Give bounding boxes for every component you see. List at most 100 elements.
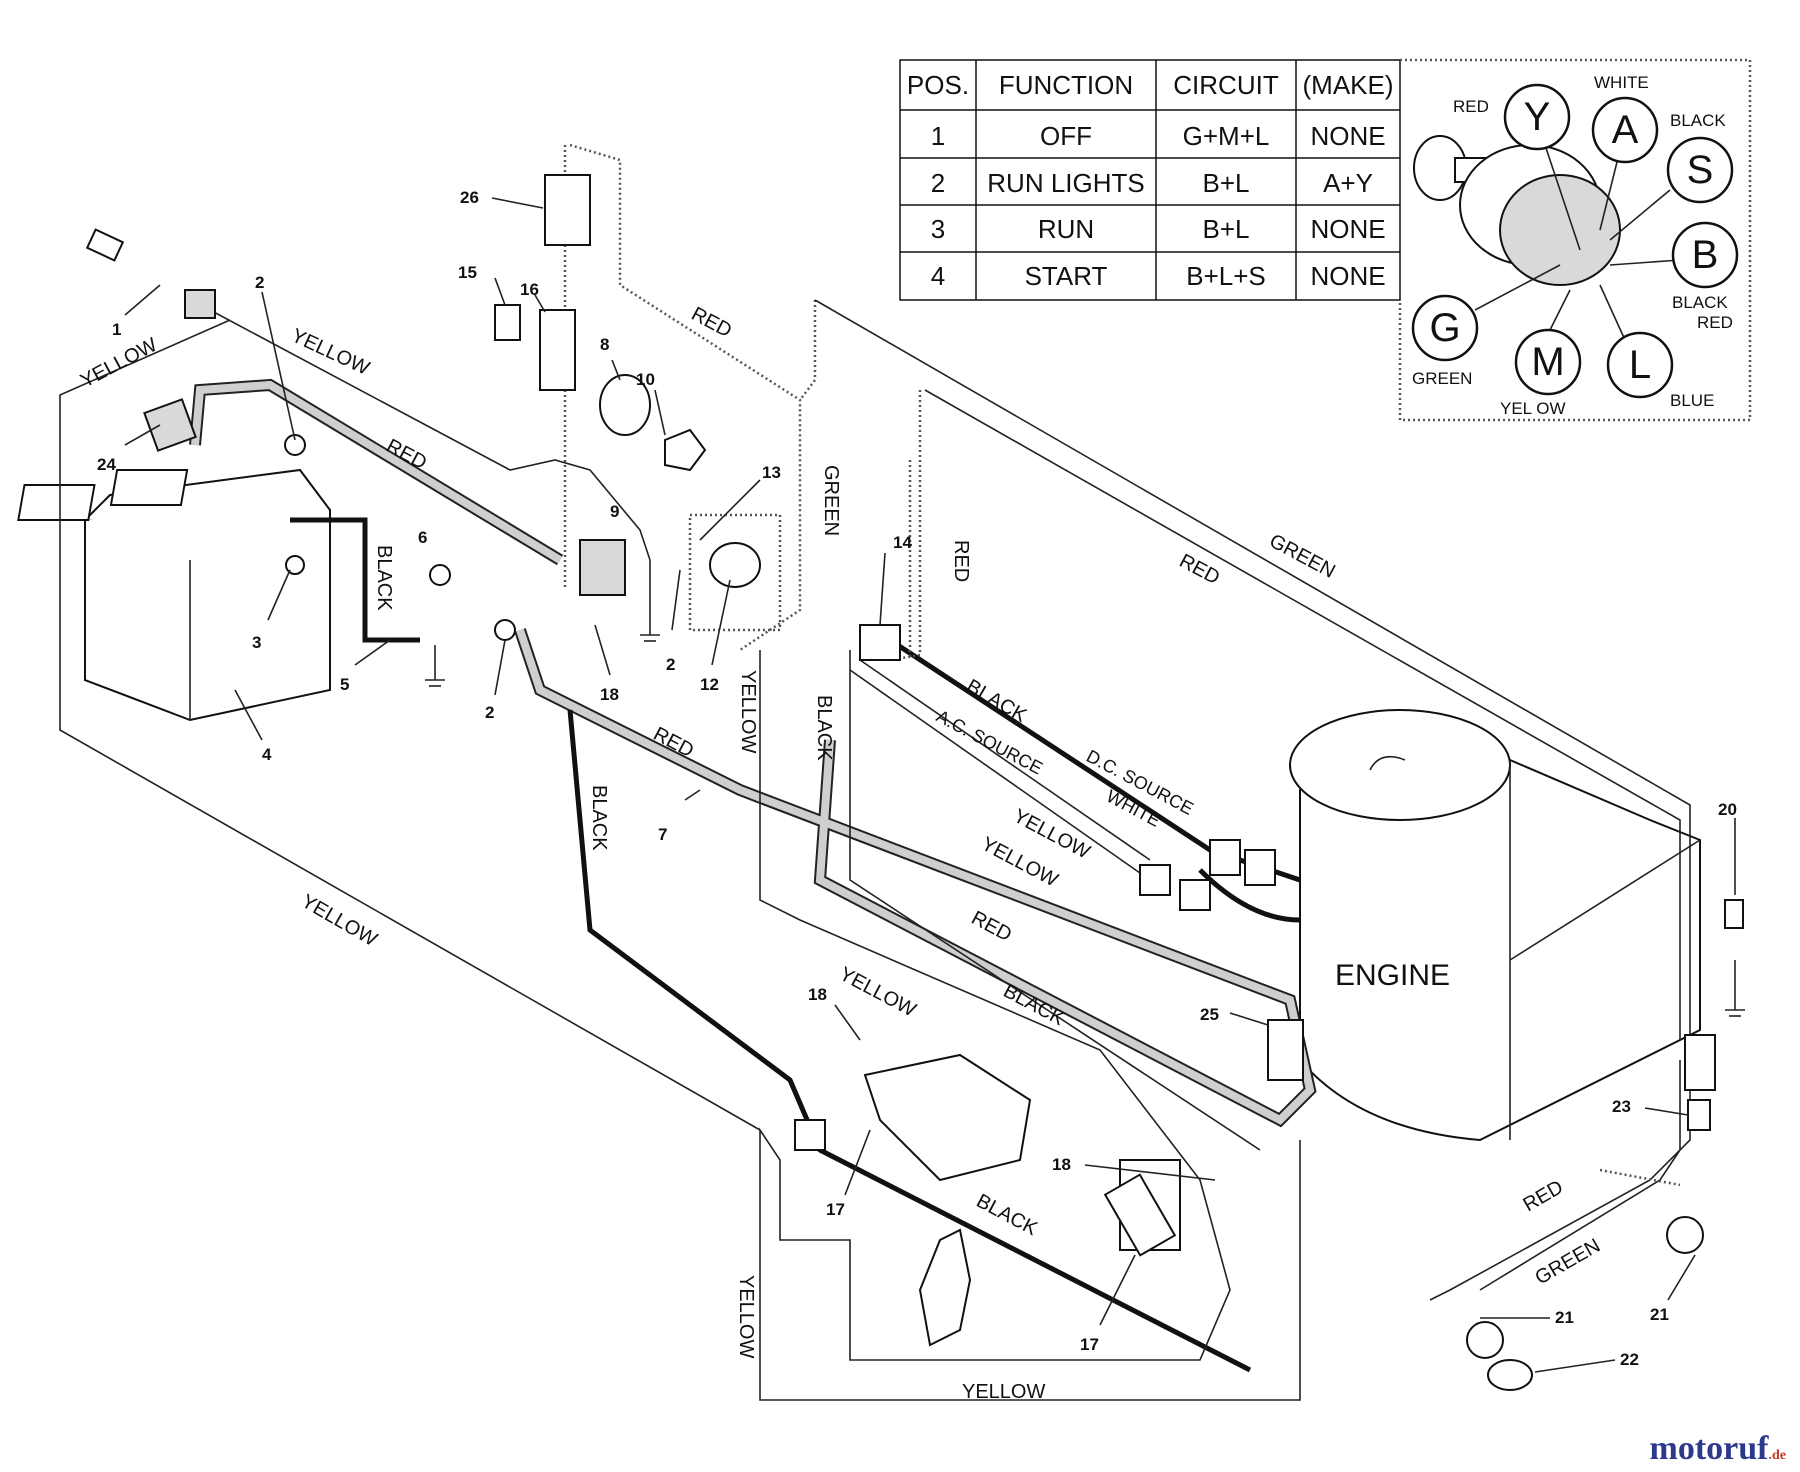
table-cell: B+L xyxy=(1203,214,1250,244)
wire-label: BLACK xyxy=(813,695,835,761)
part-number: 17 xyxy=(1080,1335,1099,1354)
terminal-a-label: A xyxy=(1612,108,1639,152)
part-number: 25 xyxy=(1200,1005,1219,1024)
wire-label: YELLOW xyxy=(962,1381,1045,1403)
table-cell: 3 xyxy=(931,214,945,244)
table-cell: RUN LIGHTS xyxy=(987,168,1144,198)
part-number: 1 xyxy=(112,320,121,339)
wire-label: YELLOW xyxy=(735,1275,757,1358)
color-yellow: YEL OW xyxy=(1500,399,1566,418)
wire-label: GREEN xyxy=(1266,530,1339,583)
color-green: GREEN xyxy=(1412,369,1472,388)
table-cell: B+L xyxy=(1203,168,1250,198)
ignition-switch-inset: Y A S B G M L RED WHITE BLACK BLACK RED … xyxy=(1398,58,1752,422)
part-number: 5 xyxy=(340,675,349,694)
table-cell: NONE xyxy=(1310,214,1385,244)
part-17-body xyxy=(1103,1173,1177,1257)
ground-icon xyxy=(640,560,660,642)
part-10 xyxy=(664,428,707,472)
connector-1 xyxy=(85,228,125,262)
terminal-m-label: M xyxy=(1531,340,1564,384)
part-6 xyxy=(429,564,451,586)
wire-label: RED xyxy=(950,540,972,582)
table-header-make: (MAKE) xyxy=(1303,70,1394,100)
part-12 xyxy=(709,542,761,588)
terminal-b-label: B xyxy=(1692,233,1719,277)
part-number: 24 xyxy=(97,455,116,474)
part-number: 12 xyxy=(700,675,719,694)
part-14 xyxy=(859,624,901,661)
engine: ENGINE xyxy=(1289,709,1701,1142)
table-header-pos: POS. xyxy=(907,70,969,100)
part-22 xyxy=(1487,1359,1533,1391)
watermark-suffix: .de xyxy=(1768,1448,1787,1463)
wire-label: BLACK xyxy=(588,785,610,851)
part-number: 21 xyxy=(1650,1305,1669,1324)
table-header-function: FUNCTION xyxy=(999,70,1133,100)
part-number: 16 xyxy=(520,280,539,299)
terminal-b xyxy=(1671,221,1739,289)
terminal-s-label: S xyxy=(1687,148,1714,192)
part-number: 18 xyxy=(1052,1155,1071,1174)
wire-label: YELLOW xyxy=(737,670,759,753)
table-cell: 4 xyxy=(931,261,945,291)
terminal-l-label: L xyxy=(1629,343,1651,387)
table-cell: NONE xyxy=(1310,261,1385,291)
wire-label: YELLOW xyxy=(77,334,161,393)
wire-label: RED xyxy=(968,907,1016,946)
part-12-switch xyxy=(688,513,782,632)
part-number: 18 xyxy=(600,685,619,704)
part-number: 7 xyxy=(658,825,667,844)
terminal-s xyxy=(1666,136,1734,204)
table-cell: START xyxy=(1025,261,1108,291)
part-motor xyxy=(918,1228,972,1347)
function-table: POS. FUNCTION CIRCUIT (MAKE) 1 OFF G+M+L… xyxy=(899,59,1401,301)
watermark-logo: motoruf.de xyxy=(1650,1430,1786,1468)
part-number: 2 xyxy=(485,703,494,722)
table-cell: A+Y xyxy=(1323,168,1373,198)
watermark-name: motoruf xyxy=(1649,1430,1769,1467)
wire-label: RED xyxy=(1520,1176,1568,1216)
part-16 xyxy=(539,309,576,391)
part-21b xyxy=(1466,1321,1504,1359)
ground-icon xyxy=(425,645,445,687)
wire-label: RED xyxy=(688,303,736,342)
part-23 xyxy=(1687,1099,1711,1131)
part-number: 4 xyxy=(262,745,272,764)
key-icon xyxy=(1413,135,1621,286)
part-number: 3 xyxy=(252,633,261,652)
table-cell: B+L+S xyxy=(1186,261,1266,291)
wire-label: YELLOW xyxy=(298,890,381,951)
wire-label: YELLOW xyxy=(836,963,920,1022)
part-number: 6 xyxy=(418,528,427,547)
part-number: 18 xyxy=(808,985,827,1004)
terminal-g xyxy=(1411,294,1479,362)
part-9 xyxy=(579,539,626,596)
part-25 xyxy=(1267,1019,1304,1081)
color-blue: BLUE xyxy=(1670,391,1714,410)
battery xyxy=(17,468,331,722)
connector-engine4 xyxy=(1179,879,1211,911)
engine-label: ENGINE xyxy=(1335,959,1450,992)
part-number: 2 xyxy=(255,273,264,292)
wire-label: BLACK xyxy=(963,675,1031,727)
table-cell: NONE xyxy=(1310,121,1385,151)
part-3 xyxy=(285,555,305,575)
wire-label: BLACK xyxy=(373,545,395,611)
terminal-g-label: G xyxy=(1429,306,1460,350)
wire-label: GREEN xyxy=(1532,1235,1605,1290)
part-number: 13 xyxy=(762,463,781,482)
part-number: 20 xyxy=(1718,800,1737,819)
color-black-red-2: RED xyxy=(1697,313,1733,332)
part-number: 17 xyxy=(826,1200,845,1219)
terminal-y xyxy=(1503,83,1571,151)
table-cell: OFF xyxy=(1040,121,1092,151)
terminal-l xyxy=(1606,331,1674,399)
part-number: 15 xyxy=(458,263,477,282)
wire-label: GREEN xyxy=(820,465,842,536)
part-23b xyxy=(1684,1034,1716,1091)
ground-icon xyxy=(1725,960,1745,1017)
connector-1b xyxy=(184,289,216,319)
part-2a xyxy=(284,434,306,456)
table-header-circuit: CIRCUIT xyxy=(1173,70,1279,100)
